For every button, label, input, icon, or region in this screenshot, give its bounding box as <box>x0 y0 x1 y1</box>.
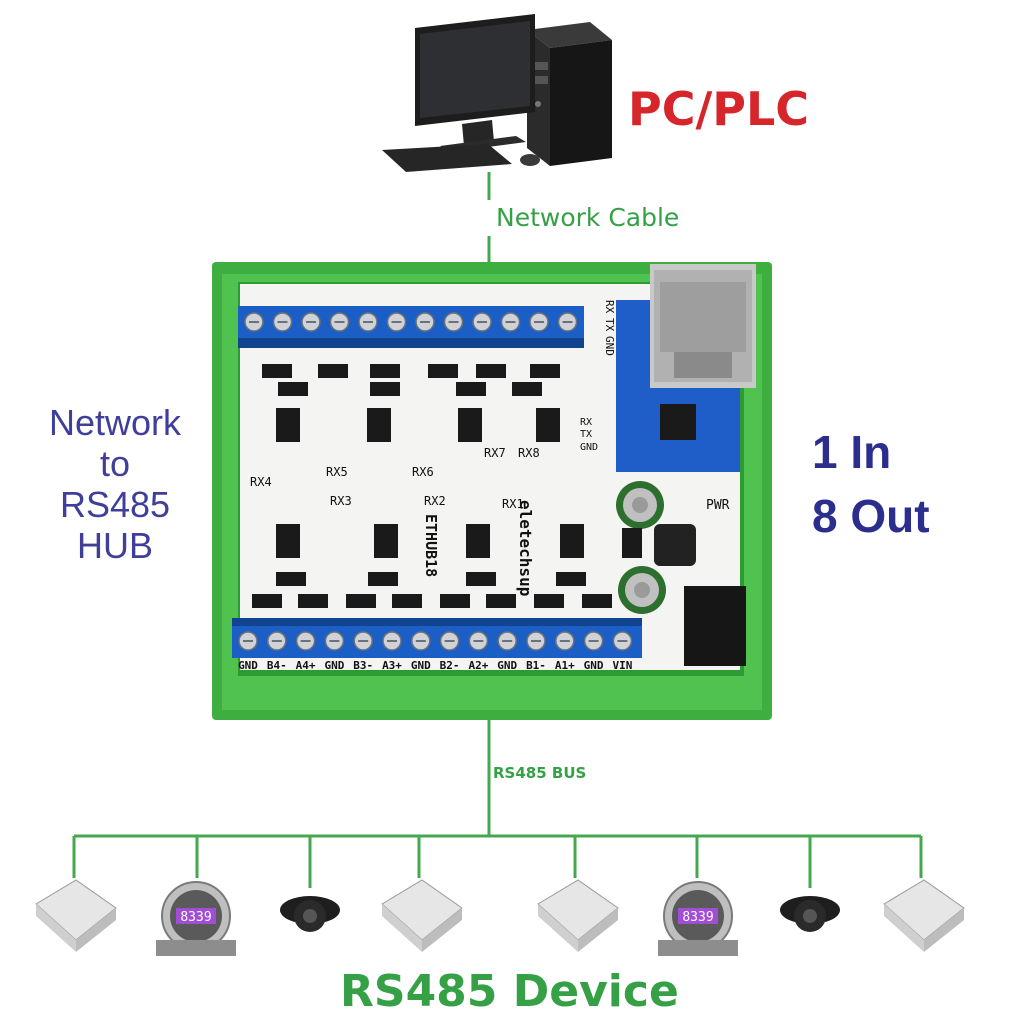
pc-tower <box>527 22 612 166</box>
rs485-device-label: RS485 Device <box>340 966 679 1017</box>
pc-illustration <box>382 14 612 172</box>
device-camera-2 <box>780 896 840 932</box>
pc-plc-label: PC/PLC <box>628 82 810 136</box>
device-camera-1 <box>280 896 340 932</box>
hub-title-line-1: Network <box>48 402 182 443</box>
device-scale-1 <box>35 879 117 952</box>
io-label-line-2: 8 Out <box>812 490 930 542</box>
terminal-label: GND <box>584 659 604 672</box>
pc-monitor <box>415 14 535 152</box>
uart-side-label: TX <box>580 429 592 440</box>
rj45-jack <box>650 264 756 388</box>
hub-title-line-2: to <box>99 443 131 484</box>
terminal-label: A1+ <box>555 659 575 672</box>
uart-side-label: GND <box>580 442 598 453</box>
rx-led-label: RX3 <box>330 494 352 508</box>
board-silkscreen: ETHUB18 eletechsup PWR <box>422 498 730 596</box>
top-terminal-label: TX <box>603 318 616 332</box>
rx-led-label: RX4 <box>250 475 272 489</box>
terminal-label: GND <box>411 659 431 672</box>
terminal-label: GND <box>324 659 344 672</box>
diodes-bottom <box>252 572 612 608</box>
uart-side-label: RX <box>580 417 592 428</box>
rx-led-label: RX1 <box>502 497 524 511</box>
board-brand-text: eletechsup <box>516 500 535 596</box>
terminal-label: B1- <box>526 659 546 672</box>
terminal-label: GND <box>497 659 517 672</box>
top-terminal-block <box>238 306 584 348</box>
terminal-label: B3- <box>353 659 373 672</box>
meter-display-1: 8339 <box>180 910 211 925</box>
pwr-label: PWR <box>706 498 730 513</box>
diodes-top <box>262 364 560 396</box>
device-scale-4 <box>883 879 965 952</box>
connection-lines <box>72 172 923 888</box>
pc-keyboard <box>382 144 512 172</box>
terminal-label: B4- <box>267 659 287 672</box>
inductor <box>654 524 696 566</box>
power-jack <box>684 586 746 666</box>
rx-led-label: RX7 <box>484 446 506 460</box>
io-label-line-1: 1 In <box>812 426 892 478</box>
terminal-label: A3+ <box>382 659 402 672</box>
capacitor-1 <box>616 481 664 529</box>
rs485-bus-label: RS485 BUS <box>493 764 587 782</box>
capacitor-2 <box>618 566 666 614</box>
device-scale-2 <box>381 879 463 952</box>
device-meter-1: 8339 <box>156 881 236 956</box>
terminal-label: VIN <box>612 659 632 672</box>
top-terminal-label: RX <box>603 300 616 314</box>
hub-title: Network to RS485 HUB <box>10 402 220 566</box>
top-terminal-label: GND <box>603 336 616 356</box>
board-model-text: ETHUB18 <box>422 514 440 577</box>
hub-title-line-4: HUB <box>76 525 153 566</box>
terminal-label: B2- <box>440 659 460 672</box>
io-label: 1 In 8 Out <box>812 420 930 548</box>
rx-led-label: RX2 <box>424 494 446 508</box>
terminal-label: A2+ <box>468 659 488 672</box>
terminal-label: A4+ <box>296 659 316 672</box>
device-scale-3 <box>537 879 619 952</box>
network-cable-label: Network Cable <box>496 203 680 232</box>
terminal-label: GND <box>238 659 258 672</box>
meter-display-2: 8339 <box>682 910 713 925</box>
hub-board: ETHUB18 eletechsup PWR <box>212 262 772 720</box>
hub-title-line-3: RS485 <box>59 484 171 525</box>
ic-chips <box>276 408 642 558</box>
device-meter-2: 8339 <box>658 881 738 956</box>
rx-led-label: RX6 <box>412 465 434 479</box>
rx-led-label: RX5 <box>326 465 348 479</box>
rx-led-label: RX8 <box>518 446 540 460</box>
pc-mouse <box>520 154 540 166</box>
